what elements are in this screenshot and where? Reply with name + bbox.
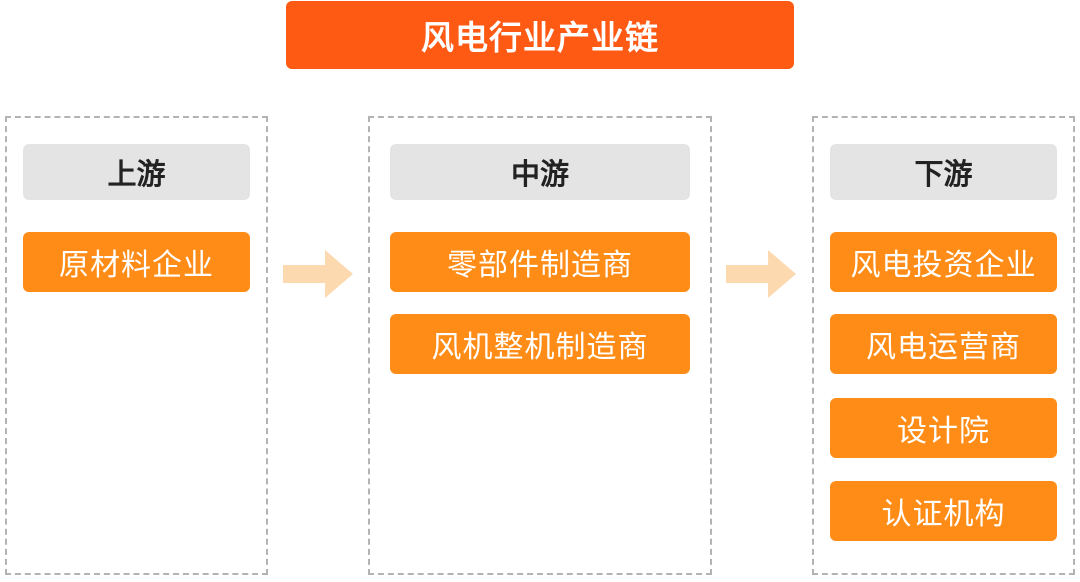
stage-item: 风电运营商 (830, 314, 1057, 374)
stage-item: 原材料企业 (23, 232, 250, 292)
stage-item: 认证机构 (830, 481, 1057, 541)
stage-item: 风电投资企业 (830, 232, 1057, 292)
stage-header-upstream: 上游 (23, 144, 250, 200)
arrow-right-icon (283, 250, 353, 298)
arrow-right-icon (726, 250, 796, 298)
stage-header-downstream: 下游 (830, 144, 1057, 200)
diagram-title: 风电行业产业链 (286, 1, 794, 69)
stage-header-midstream: 中游 (390, 144, 690, 200)
stage-item: 设计院 (830, 398, 1057, 458)
stage-upstream: 上游 原材料企业 (5, 116, 268, 575)
stage-downstream: 下游 风电投资企业 风电运营商 设计院 认证机构 (812, 116, 1075, 575)
stage-item: 零部件制造商 (390, 232, 690, 292)
stage-midstream: 中游 零部件制造商 风机整机制造商 (368, 116, 712, 575)
stage-item: 风机整机制造商 (390, 314, 690, 374)
